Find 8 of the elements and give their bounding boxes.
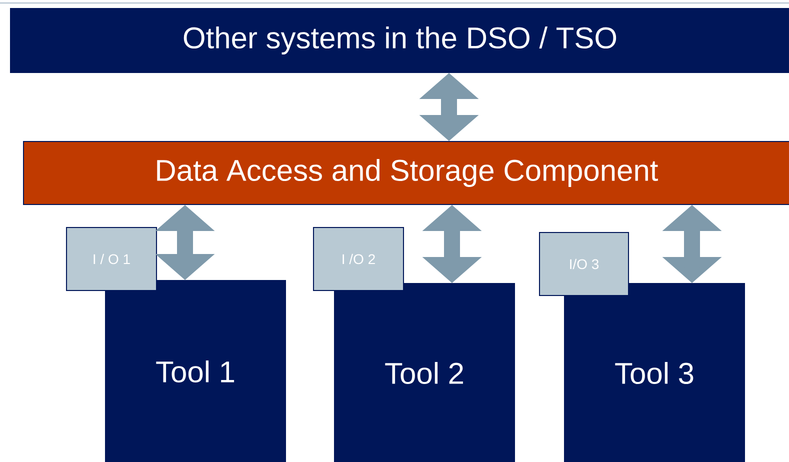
tool-box: Tool 1 bbox=[105, 280, 286, 462]
component-banner: Data Access and Storage Component bbox=[23, 141, 789, 205]
io-box: I /O 2 bbox=[313, 227, 404, 291]
system-banner: Other systems in the DSO / TSO bbox=[10, 8, 789, 73]
io-box: I / O 1 bbox=[66, 227, 157, 291]
tool-box: Tool 2 bbox=[334, 283, 515, 462]
tool-box: Tool 3 bbox=[564, 283, 745, 462]
io-box: I/O 3 bbox=[539, 232, 629, 296]
